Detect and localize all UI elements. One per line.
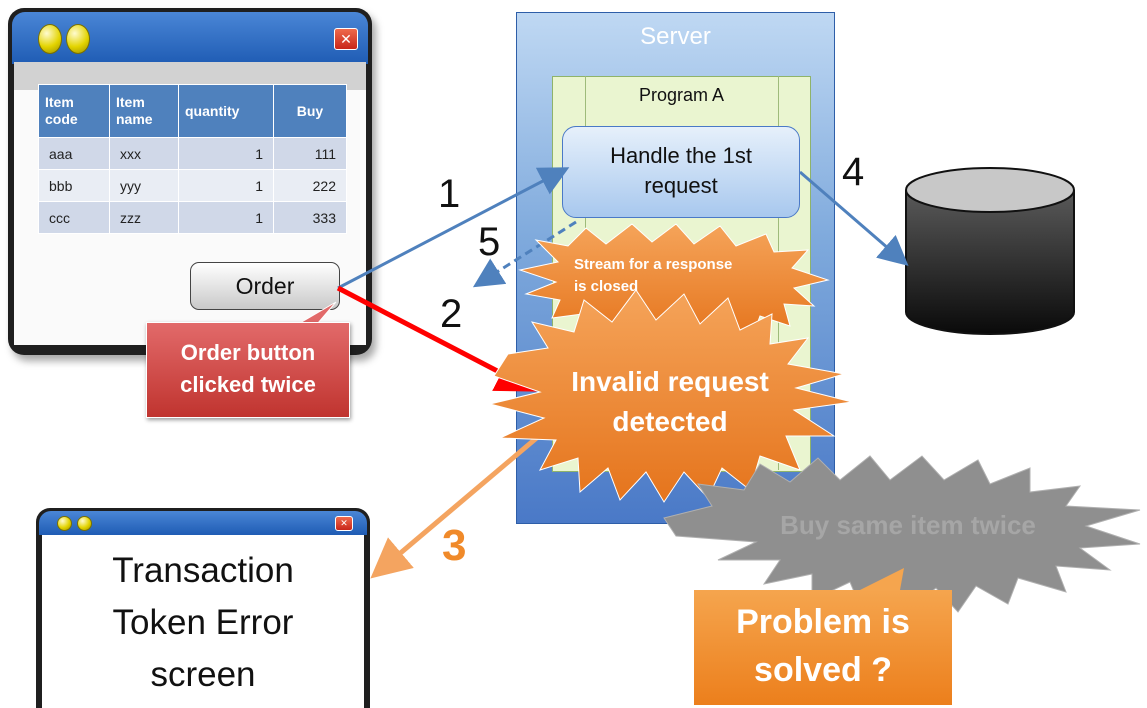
handle-request-line1: Handle the 1st bbox=[610, 143, 752, 168]
window-control-icon[interactable] bbox=[38, 24, 62, 54]
items-table: Item code Item name quantity Buy aaa xxx… bbox=[38, 84, 347, 234]
problem-solved-callout: Problem is solved ? bbox=[694, 590, 952, 705]
window-control-icon[interactable] bbox=[66, 24, 90, 54]
buy-twice-text: Buy same item twice bbox=[780, 510, 1036, 540]
callout-pointer bbox=[298, 301, 337, 324]
arrow-step-3 bbox=[370, 428, 548, 579]
step-label-1: 1 bbox=[438, 172, 461, 216]
step-label-2: 2 bbox=[440, 292, 463, 336]
table-cell: zzz bbox=[109, 201, 179, 234]
error-line-3: screen bbox=[150, 655, 256, 694]
table-cell: 1 bbox=[178, 137, 274, 170]
column-header-item-code: Item code bbox=[38, 84, 110, 138]
close-icon[interactable]: ✕ bbox=[335, 516, 353, 531]
step-label-3: 3 bbox=[442, 521, 467, 570]
table-row: aaa xxx 1 111 bbox=[38, 137, 347, 170]
table-cell: xxx bbox=[109, 137, 179, 170]
arrow-step-2 bbox=[336, 285, 537, 392]
table-cell: bbb bbox=[38, 169, 110, 202]
table-cell: 333 bbox=[273, 201, 347, 234]
error-line-1: Transaction bbox=[112, 551, 294, 590]
invalid-request-text: Invalid request detected bbox=[571, 366, 769, 437]
error-window-body: Transaction Token Error screen bbox=[42, 535, 364, 708]
error-line-2: Token Error bbox=[112, 603, 294, 642]
column-header-buy: Buy bbox=[273, 84, 347, 138]
table-row: bbb yyy 1 222 bbox=[38, 169, 347, 202]
arrow-step-4 bbox=[799, 170, 909, 266]
arrow-step-1 bbox=[337, 167, 570, 290]
table-row: ccc zzz 1 333 bbox=[38, 201, 347, 234]
invalid-request-burst bbox=[489, 289, 853, 503]
table-cell: 1 bbox=[178, 201, 274, 234]
window-control-icon[interactable] bbox=[77, 516, 92, 531]
table-cell: 222 bbox=[273, 169, 347, 202]
step-label-5: 5 bbox=[478, 220, 501, 264]
window-control-icon[interactable] bbox=[57, 516, 72, 531]
table-cell: aaa bbox=[38, 137, 110, 170]
table-cell: 111 bbox=[273, 137, 347, 170]
column-header-item-name: Item name bbox=[109, 84, 179, 138]
step-label-4: 4 bbox=[842, 150, 865, 194]
problem-callout-pointer bbox=[860, 568, 904, 590]
error-window-titlebar: ✕ bbox=[39, 511, 367, 535]
order-window-titlebar: ✕ bbox=[12, 12, 368, 64]
column-header-quantity: quantity bbox=[178, 84, 274, 138]
table-cell: ccc bbox=[38, 201, 110, 234]
order-clicked-twice-callout: Order button clicked twice bbox=[146, 322, 350, 418]
arrow-step-5 bbox=[472, 220, 577, 288]
close-icon[interactable]: ✕ bbox=[334, 28, 358, 50]
stream-closed-text: Stream for a response is closed bbox=[574, 256, 733, 295]
table-cell: yyy bbox=[109, 169, 179, 202]
database-icon bbox=[905, 167, 1075, 335]
handle-request-box: Handle the 1st request bbox=[562, 126, 800, 218]
program-title: Program A bbox=[638, 85, 725, 105]
error-window: ✕ Transaction Token Error screen bbox=[36, 508, 370, 708]
server-title: Server bbox=[640, 23, 711, 50]
handle-request-line2: request bbox=[644, 173, 718, 198]
